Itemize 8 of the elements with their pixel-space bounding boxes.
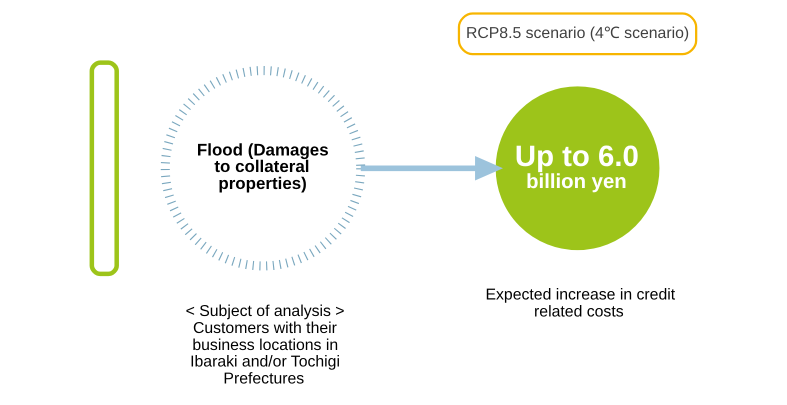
- node-box: [89, 60, 118, 276]
- node-label: < Subject of analysis >: [185, 302, 344, 320]
- node-circle: Up to 6.0 billion yen: [495, 86, 659, 250]
- label: RCP8.5 scenario (4℃ scenario): [465, 24, 689, 42]
- node-label: Expected increase in credit related costs: [484, 286, 675, 320]
- node-circle: Flood (Damages to collateral properties): [160, 66, 365, 270]
- node-label: Customers with their business locations in Ibaraki and/or Tochigi Prefectures: [190, 319, 340, 388]
- arrow: [360, 156, 502, 180]
